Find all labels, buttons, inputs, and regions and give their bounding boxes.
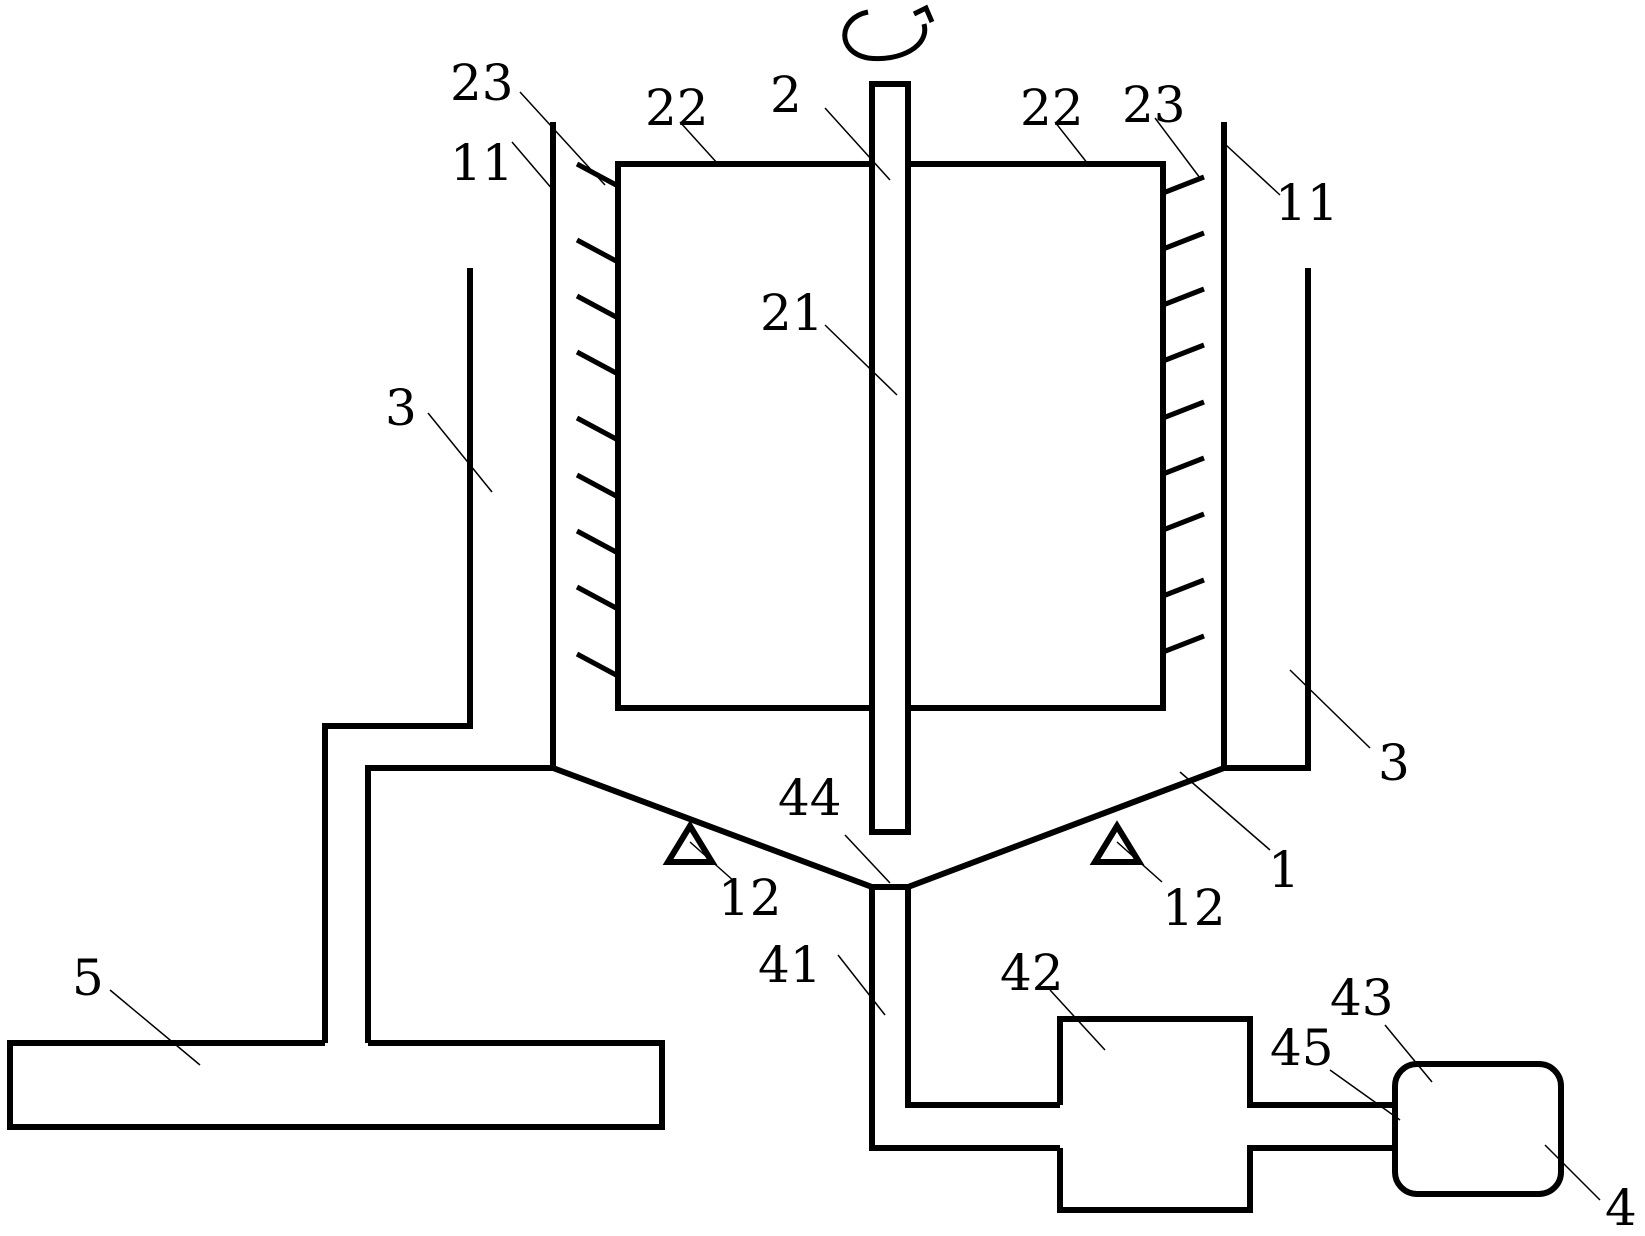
brush-right-1 (1162, 174, 1205, 196)
label-5: 5 (72, 949, 104, 1007)
label-23-left: 23 (450, 54, 514, 112)
label-3-right: 3 (1378, 734, 1410, 792)
leader-44 (844, 834, 891, 884)
brush-right-2 (1162, 230, 1205, 252)
label-11-right: 11 (1275, 174, 1339, 232)
leader-11-right (1225, 144, 1281, 196)
leader-4 (1544, 1144, 1601, 1201)
pump-body-top (1057, 1016, 1395, 1108)
leader-43 (1384, 1024, 1433, 1083)
label-4: 4 (1605, 1179, 1637, 1231)
brush-right-4 (1162, 342, 1205, 364)
label-11-left: 11 (450, 134, 514, 192)
leader-3-right (1289, 669, 1371, 749)
label-43: 43 (1330, 969, 1394, 1027)
leader-22-left (679, 121, 719, 165)
brush-left-8 (575, 584, 620, 612)
leader-23-left (519, 91, 606, 186)
motor-box (1392, 1061, 1564, 1197)
leader-41 (837, 954, 886, 1016)
support-triangle-right (1089, 820, 1145, 865)
label-12-left: 12 (718, 869, 782, 927)
brush-right-9 (1162, 633, 1205, 655)
label-41: 41 (758, 936, 822, 994)
label-45: 45 (1270, 1019, 1334, 1077)
leader-12-left (689, 841, 736, 883)
right-outer-channel (1224, 268, 1311, 771)
brush-left-6 (575, 472, 620, 500)
label-22-left: 22 (645, 79, 709, 137)
pump-body-bottom (1057, 1145, 1395, 1213)
rotation-arrow-icon (842, 4, 935, 62)
label-22-right: 22 (1020, 79, 1084, 137)
brush-right-5 (1162, 399, 1205, 421)
label-44: 44 (778, 769, 842, 827)
label-21: 21 (760, 284, 824, 342)
drain-pipe-left (869, 887, 1060, 1151)
brush-right-8 (1162, 577, 1205, 599)
leader-45 (1329, 1069, 1401, 1121)
brush-left-3 (575, 293, 620, 321)
brush-right-7 (1162, 511, 1205, 533)
brush-left-9 (575, 651, 620, 679)
leader-21 (824, 324, 898, 396)
brush-left-7 (575, 528, 620, 556)
leader-42 (1049, 989, 1106, 1051)
leader-5 (109, 989, 201, 1066)
brush-left-4 (575, 349, 620, 377)
brush-right-3 (1162, 286, 1205, 308)
leader-2 (824, 107, 891, 181)
label-2: 2 (770, 66, 802, 124)
label-3-left: 3 (385, 379, 417, 437)
leader-22-right (1054, 121, 1089, 165)
label-12-right: 12 (1162, 879, 1226, 937)
brush-left-5 (575, 415, 620, 443)
label-1: 1 (1268, 841, 1300, 899)
leader-3-left (427, 412, 493, 493)
tank-bottom-left (551, 765, 874, 890)
brush-left-1 (575, 161, 620, 189)
tank-bottom-right (906, 765, 1226, 890)
left-channel-outer (322, 268, 473, 1043)
central-shaft (869, 81, 911, 835)
brush-right-6 (1162, 455, 1205, 477)
brush-left-2 (575, 237, 620, 265)
support-triangle-left (662, 820, 718, 865)
leader-12-right (1116, 841, 1163, 883)
drain-pipe-right (905, 887, 1060, 1108)
leader-1 (1179, 771, 1271, 851)
collection-tank (7, 1040, 665, 1130)
leader-23-right (1154, 117, 1201, 179)
label-23-right: 23 (1122, 76, 1186, 134)
label-42: 42 (1000, 944, 1064, 1002)
leader-11-left (511, 141, 554, 191)
left-channel-inner (365, 765, 553, 1043)
